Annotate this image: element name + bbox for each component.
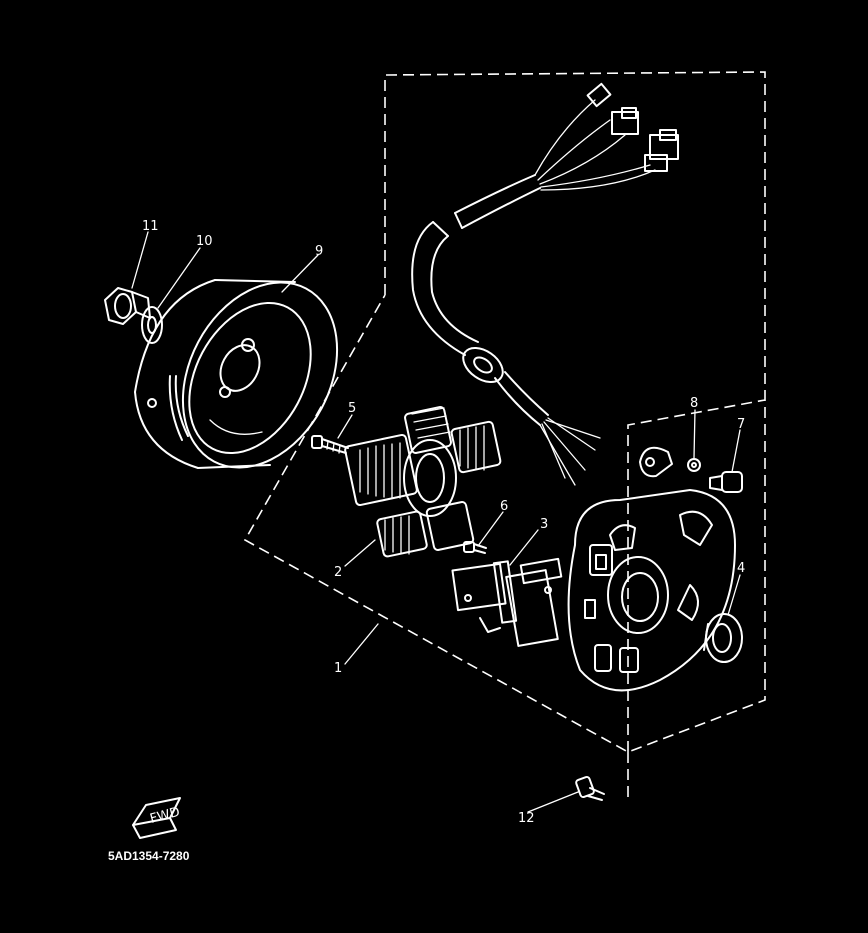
oil-seal	[703, 613, 743, 663]
callout-2: 2	[334, 565, 342, 580]
pickup-coil	[451, 557, 563, 647]
callout-7: 7	[737, 417, 745, 432]
callout-8: 8	[690, 396, 698, 411]
callout-labels: 11 10 9 5 8 7 6 3 2 4 1 12	[142, 219, 745, 826]
drawing-code: 5AD1354-7280	[108, 849, 190, 863]
fwd-label: FWD	[148, 805, 181, 827]
lead-clamp	[639, 446, 673, 478]
callout-6: 6	[500, 499, 508, 514]
fwd-direction-mark: FWD	[132, 797, 182, 839]
screw	[463, 541, 487, 554]
callout-12: 12	[518, 811, 535, 826]
assembly-outline	[243, 71, 766, 800]
wire-harness	[411, 82, 679, 486]
washer	[687, 458, 701, 472]
callout-4: 4	[737, 561, 745, 576]
stator-base-plate	[567, 489, 736, 692]
flywheel-rotor	[134, 279, 339, 469]
bolt	[575, 775, 605, 801]
callout-5: 5	[348, 401, 356, 416]
callout-11: 11	[142, 219, 159, 234]
callout-3: 3	[540, 517, 548, 532]
callout-1: 1	[334, 661, 342, 676]
leader-lines	[131, 231, 741, 813]
callout-9: 9	[315, 244, 323, 259]
callout-10: 10	[196, 234, 213, 249]
stator-assembly	[344, 406, 502, 558]
bolt	[709, 471, 743, 493]
washer	[141, 306, 163, 344]
screw	[311, 435, 349, 454]
